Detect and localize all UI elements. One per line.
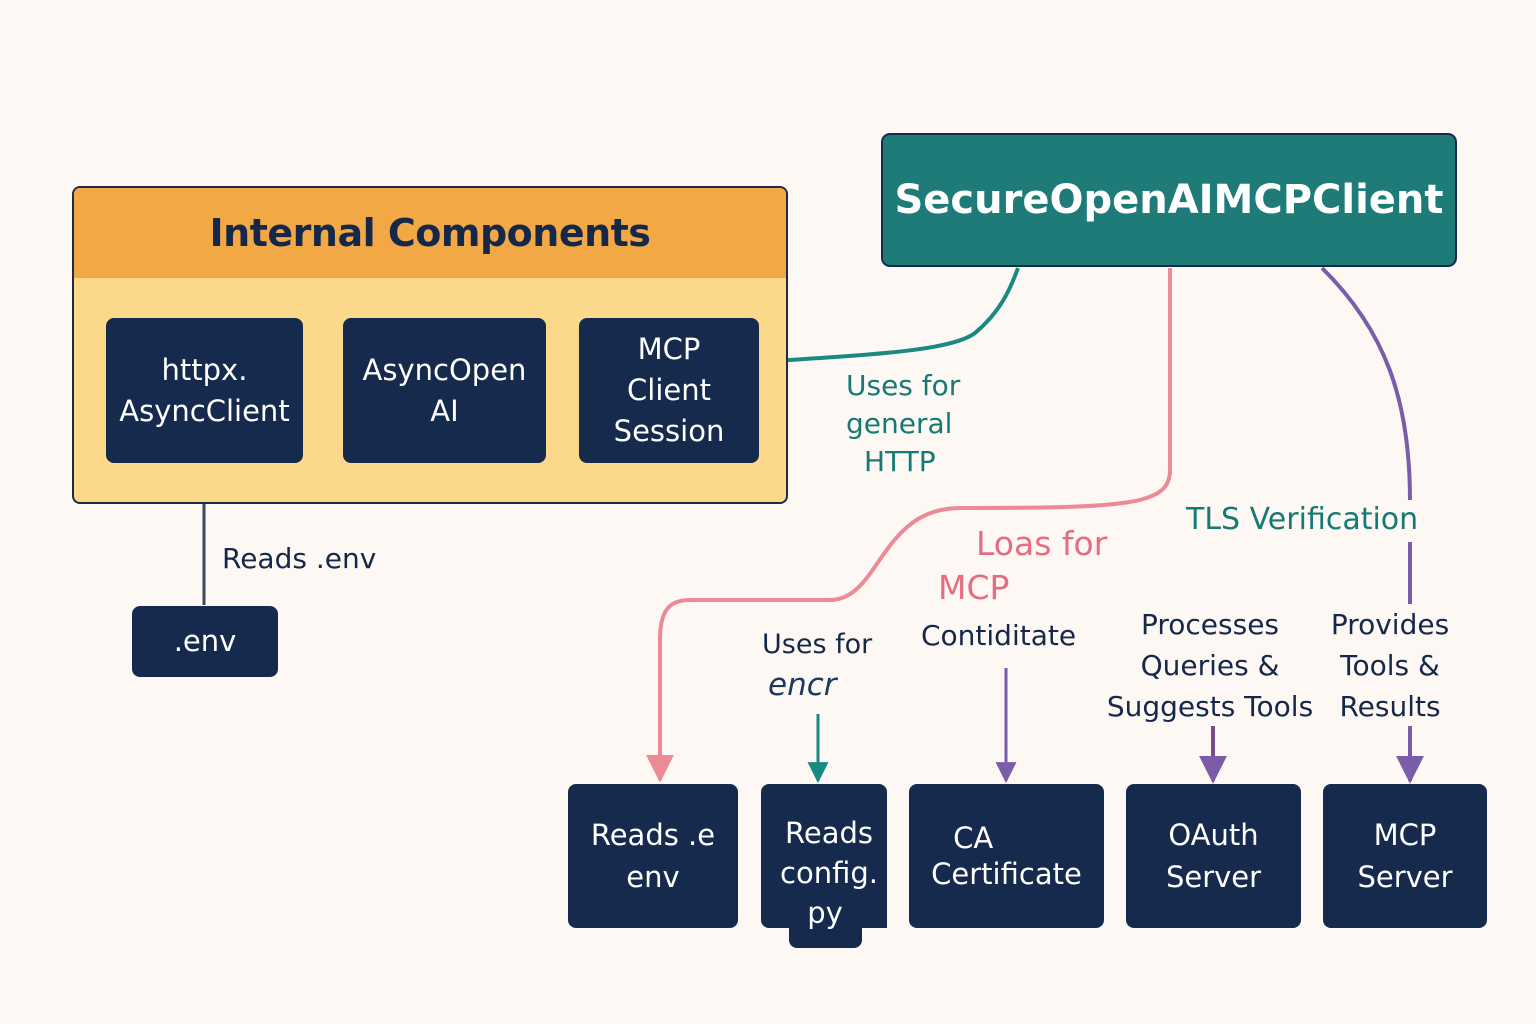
node-mcp-session-line-3: Session	[613, 414, 725, 449]
label-uses-general-http-line-2: general	[846, 407, 953, 441]
label-uses-general-http-line-1: Uses for	[846, 369, 961, 402]
node-reads-config-tab	[789, 900, 862, 948]
node-oauth-line-2: Server	[1165, 860, 1262, 894]
connector-title-to-reads-env	[646, 268, 1172, 783]
node-reads-env-line-1: Reads .e	[590, 817, 716, 852]
label-provides-line-1: Provides	[1330, 608, 1450, 641]
label-tls-verification: TLS Verification	[1186, 502, 1419, 537]
label-uses-general-http-line-3: HTTP	[864, 445, 936, 479]
node-ca-line-2: Certificate	[931, 857, 1082, 891]
node-oauth-line-1: OAuth	[1168, 817, 1259, 852]
node-oauth-server[interactable]: OAuth Server	[1126, 784, 1301, 928]
label-processes-line-1: Processes	[1140, 608, 1280, 641]
connector-session-to-title	[759, 267, 1020, 364]
node-mcp-session-line-1: MCP	[637, 331, 701, 366]
label-encr: encr	[768, 667, 837, 703]
label-processes-queries: Processes Queries & Suggests Tools	[1098, 605, 1322, 728]
label-processes-line-3: Suggests Tools	[1106, 689, 1314, 723]
label-mcp: MCP	[938, 568, 1010, 607]
node-httpx-line-1: httpx.	[161, 353, 248, 388]
label-uses-general-http: Uses for general HTTP	[846, 367, 960, 481]
node-reads-config-line-2: config.	[780, 856, 878, 891]
node-reads-config-line-3: py	[807, 896, 843, 931]
node-reads-env-line-2: env	[626, 860, 680, 894]
node-mcp-client-session[interactable]: MCP Client Session	[579, 318, 759, 463]
node-httpx-line-2: AsyncClient	[119, 393, 290, 428]
node-mcp-session-line-2: Client	[627, 372, 711, 407]
label-provides-tools: Provides Tools & Results	[1322, 605, 1458, 728]
node-asyncopenai[interactable]: AsyncOpen AI	[343, 318, 546, 463]
label-reads-env: Reads .env	[222, 542, 377, 575]
label-processes-line-2: Queries &	[1140, 648, 1280, 682]
internal-components-title: Internal Components	[74, 188, 786, 278]
node-reads-env[interactable]: Reads .e env	[568, 784, 738, 928]
node-asyncopenai-line-2: AI	[430, 393, 459, 428]
label-provides-line-2: Tools &	[1340, 648, 1440, 682]
node-mcp-server-line-1: MCP	[1373, 817, 1437, 852]
label-contiditate: Contiditate	[921, 619, 1077, 652]
node-mcp-server[interactable]: MCP Server	[1323, 784, 1487, 928]
node-reads-config-text: Reads config. py	[761, 813, 897, 933]
node-reads-config-line-1: Reads	[785, 816, 873, 850]
label-provides-line-3: Results	[1339, 689, 1441, 723]
node-secure-openai-mcp-client[interactable]: SecureOpenAIMCPClient	[881, 133, 1457, 267]
node-httpx-asyncclient[interactable]: httpx. AsyncClient	[106, 318, 303, 463]
node-ca-line-1: CA	[953, 820, 994, 855]
node-mcp-server-line-2: Server	[1357, 860, 1453, 894]
node-asyncopenai-line-1: AsyncOpen	[362, 353, 527, 388]
label-loas-for: Loas for	[976, 524, 1108, 563]
node-ca-certificate[interactable]: CA Certificate	[909, 784, 1104, 928]
connector-title-to-mcp-server	[1320, 266, 1412, 501]
label-uses-for: Uses for	[762, 629, 873, 660]
node-env[interactable]: .env	[132, 606, 278, 677]
